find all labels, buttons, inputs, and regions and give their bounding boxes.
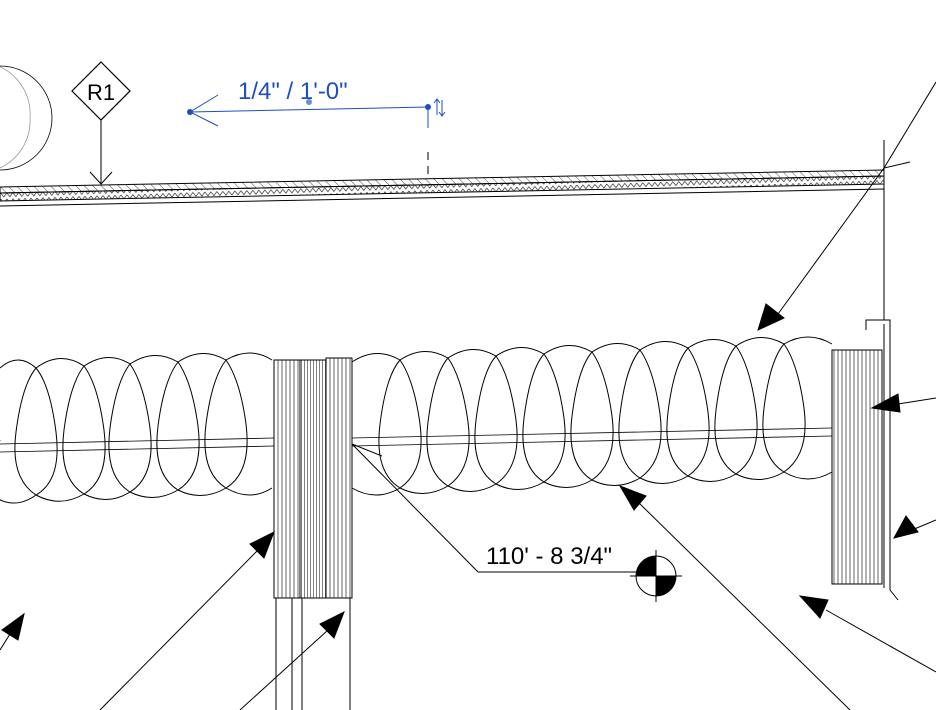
slope-grip-end[interactable] — [425, 104, 431, 110]
slope-annotation[interactable]: 1/4" / 1'-0" — [187, 78, 446, 180]
slope-label[interactable]: 1/4" / 1'-0" — [238, 78, 348, 105]
roof-tag-label: R1 — [87, 80, 115, 105]
elevation-label: 110' - 8 3/4" — [486, 543, 612, 570]
leader-arrows[interactable] — [0, 167, 936, 710]
batt-insulation-left[interactable] — [0, 352, 273, 504]
elevation-target-icon — [630, 550, 682, 602]
slope-grip-start[interactable] — [187, 109, 193, 115]
slope-grip-middle[interactable] — [306, 99, 312, 105]
roof-deck[interactable] — [0, 169, 885, 207]
wood-member-right[interactable] — [831, 319, 899, 601]
batt-insulation-right[interactable] — [351, 336, 833, 496]
flip-arrows-icon[interactable] — [433, 98, 446, 117]
roof-tag[interactable]: R1 — [71, 61, 131, 185]
partial-circle-outline — [0, 65, 53, 171]
elevation-callout[interactable]: 110' - 8 3/4" — [351, 443, 682, 602]
wood-member-center[interactable] — [273, 357, 353, 710]
